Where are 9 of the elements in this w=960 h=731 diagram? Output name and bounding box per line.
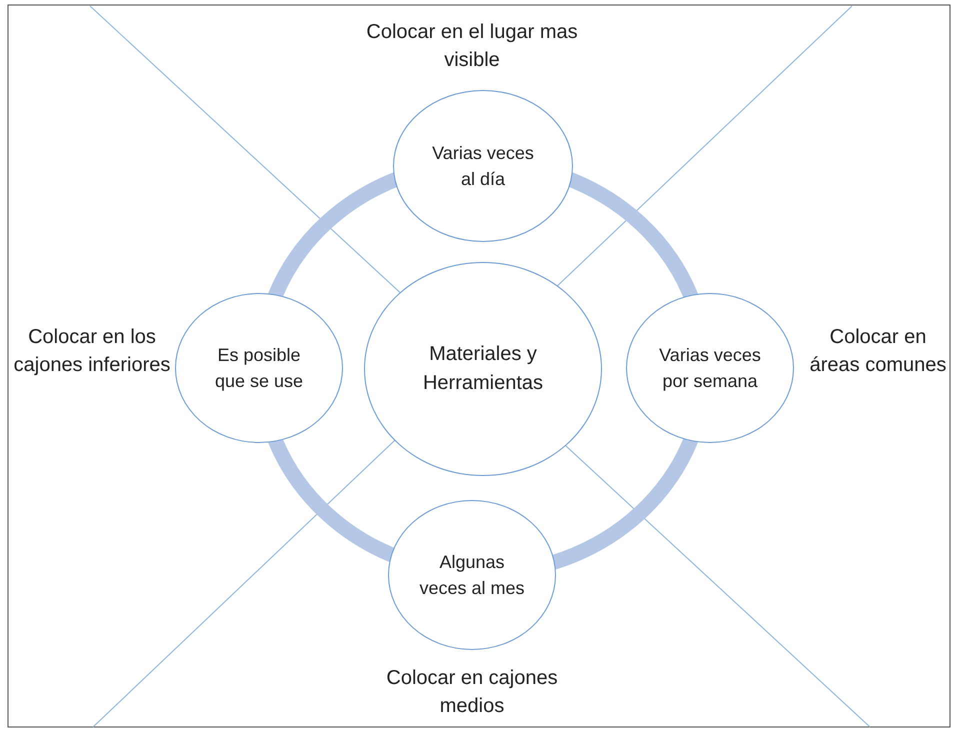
frequency-label: Varias veces al día	[431, 142, 535, 191]
center-label: Materiales y Herramientas	[422, 342, 544, 396]
frequency-label: Es posible que se use	[214, 344, 304, 393]
frequency-label: Varias veces por semana	[658, 344, 762, 393]
placement-note: Colocar en cajones medios	[385, 666, 559, 719]
frequency-label: Algunas veces al mes	[418, 550, 526, 600]
placement-note: Colocar en áreas comunes	[808, 325, 948, 378]
placement-note: Colocar en los cajones inferiores	[12, 325, 172, 378]
placement-note: Colocar en el lugar mas visible	[365, 20, 579, 73]
